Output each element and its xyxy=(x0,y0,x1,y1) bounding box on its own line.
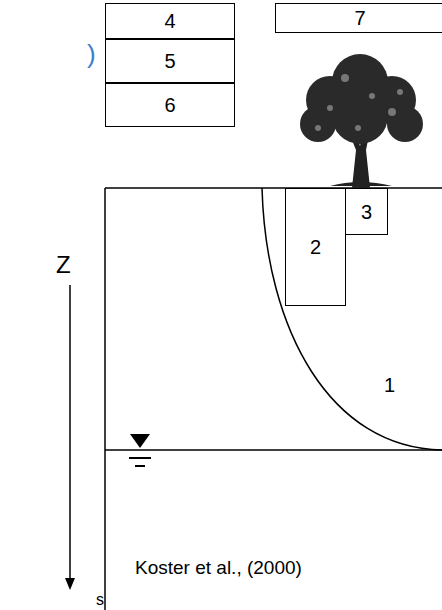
numbered-box: 4 xyxy=(105,3,235,39)
water-table-symbol xyxy=(130,434,150,448)
callout-number: 6 xyxy=(164,94,175,116)
numbered-box: 3 xyxy=(345,188,388,235)
callout-number: 3 xyxy=(361,201,372,223)
depth-arrow xyxy=(69,285,71,580)
callout-number: 7 xyxy=(354,7,365,29)
depth-arrowhead xyxy=(65,578,75,590)
column-wall xyxy=(104,188,106,610)
tree-illustration xyxy=(300,54,423,188)
water-table-dash xyxy=(135,465,145,467)
cut-off-text: ) xyxy=(87,40,96,69)
numbered-box: 7 xyxy=(275,3,442,33)
cut-off-text: s xyxy=(96,591,104,609)
axis-label: Z xyxy=(56,252,71,278)
numbered-box: 6 xyxy=(105,83,235,127)
water-table-line xyxy=(105,449,442,451)
ground-line xyxy=(105,187,442,189)
citation: Koster et al., (2000) xyxy=(135,558,302,579)
callout-number: 1 xyxy=(384,374,395,396)
numbered-box: 2 xyxy=(285,188,346,306)
numbered-box: 5 xyxy=(105,39,235,83)
callout-number: 2 xyxy=(310,236,321,258)
water-table-dash xyxy=(129,457,151,459)
callout-number: 4 xyxy=(164,10,175,32)
root-zone-curve xyxy=(262,188,442,450)
callout-number: 5 xyxy=(164,50,175,72)
